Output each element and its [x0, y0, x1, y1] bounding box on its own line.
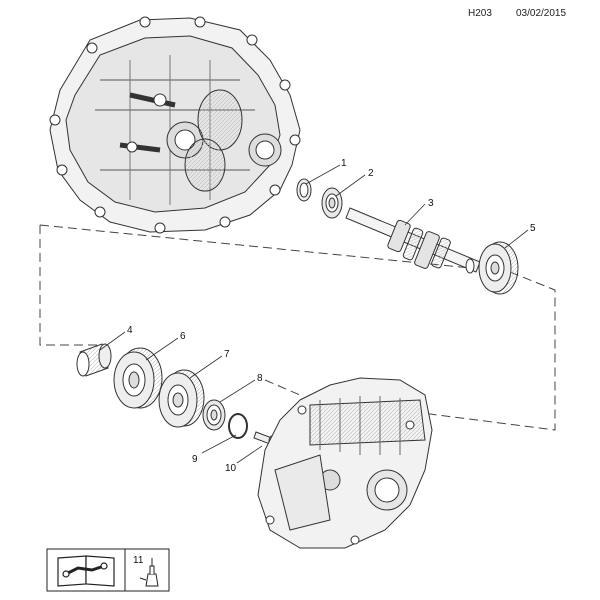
book-wrench-icon: [57, 555, 115, 587]
transmission-housing-upper: [49, 16, 301, 234]
legend-box: 11: [46, 548, 170, 592]
callout-3: 3: [428, 198, 434, 209]
diagram-date: 03/02/2015: [516, 8, 567, 19]
part-1-seal: [296, 178, 312, 202]
callout-4: 4: [127, 325, 133, 336]
callouts: 1 2 3 5 4 6 7 8 9 10: [127, 158, 536, 474]
callout-8: 8: [257, 373, 263, 384]
callout-6: 6: [180, 331, 186, 342]
part-6-gear: [113, 347, 163, 409]
part-7-gear: [158, 369, 205, 428]
callout-5: 5: [530, 223, 536, 234]
callout-1: 1: [341, 158, 347, 169]
oil-bottle-icon: [139, 558, 159, 587]
transmission-housing-lower: [257, 377, 433, 549]
leader-lines: [99, 164, 529, 464]
assembly-boundary: [39, 224, 556, 431]
part-8-bearing: [202, 399, 226, 431]
part-2-bearing: [321, 187, 343, 219]
part-5-gear: [478, 241, 519, 295]
callout-9: 9: [192, 454, 198, 465]
part-3-mainshaft: [345, 207, 481, 274]
part-9-oring: [228, 413, 248, 439]
diagram-code: H203: [468, 8, 492, 19]
part-4-needle-bearing: [76, 343, 112, 377]
callout-10: 10: [225, 463, 237, 474]
legend-number: 11: [133, 555, 144, 566]
callout-2: 2: [368, 168, 374, 179]
callout-7: 7: [224, 349, 230, 360]
assembly-boundary-link: [264, 379, 301, 396]
